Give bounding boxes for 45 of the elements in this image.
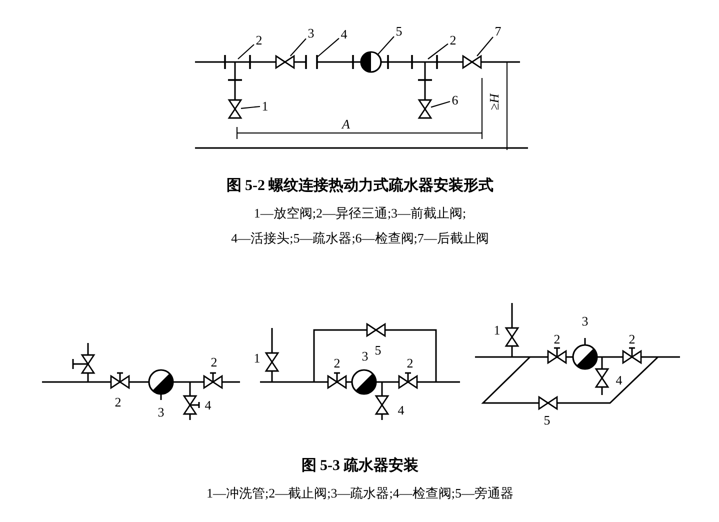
callout-number: 4 [616,374,622,386]
callout-number: 4 [340,28,348,40]
callout-number: 1 [262,100,268,112]
callout-number: 1 [494,324,500,336]
callout-number: 3 [158,406,164,418]
callout-number: 5 [396,24,402,38]
figure-caption: 图 5-3 疏水器安装 [301,456,419,476]
leader-line [430,100,450,108]
callout-number: 2 [628,332,636,346]
valve-symbol [462,54,482,70]
valve-symbol [275,54,295,70]
leader-line [238,44,254,60]
callout-number: 3 [308,26,314,40]
callout-number: 4 [398,404,404,416]
callout-number: 1 [254,352,260,364]
leader-line [290,38,306,56]
callout-number: 5 [374,344,382,356]
callout-number: 2 [334,356,340,370]
callout-number: 2 [406,356,414,370]
legend-text: 4—活接头;5—疏水器;6—检查阀;7—后截止阀 [231,229,489,248]
valve-symbol [228,99,242,119]
leader-line [428,43,448,60]
callout-number: 2 [256,34,262,46]
callout-number: 3 [582,314,588,328]
callout-number: 2 [114,396,122,408]
legend-text: 1—冲洗管;2—截止阀;3—疏水器;4—检查阀;5—旁通器 [206,484,514,502]
leader-line [316,38,340,58]
callout-number: 2 [210,356,218,368]
valve-symbol [418,99,432,119]
leader-line [240,106,260,109]
dimension-label: ≥H [485,94,502,110]
callout-number: 6 [452,94,458,106]
dimension-label: A [342,115,350,134]
legend-text: 1—放空阀;2—异径三通;3—前截止阀; [254,204,466,222]
union-symbol [305,54,318,70]
callout-number: 2 [554,332,560,346]
leader-line [476,36,494,56]
callout-number: 5 [544,414,550,426]
callout-number: 7 [494,24,502,38]
callout-number: 3 [362,350,368,362]
steam-trap-symbol [360,51,382,73]
leader-line [377,36,394,55]
callout-number: 4 [204,398,212,412]
callout-number: 2 [450,34,456,46]
figure-caption: 图 5-2 螺纹连接热动力式疏水器安装形式 [226,176,494,196]
